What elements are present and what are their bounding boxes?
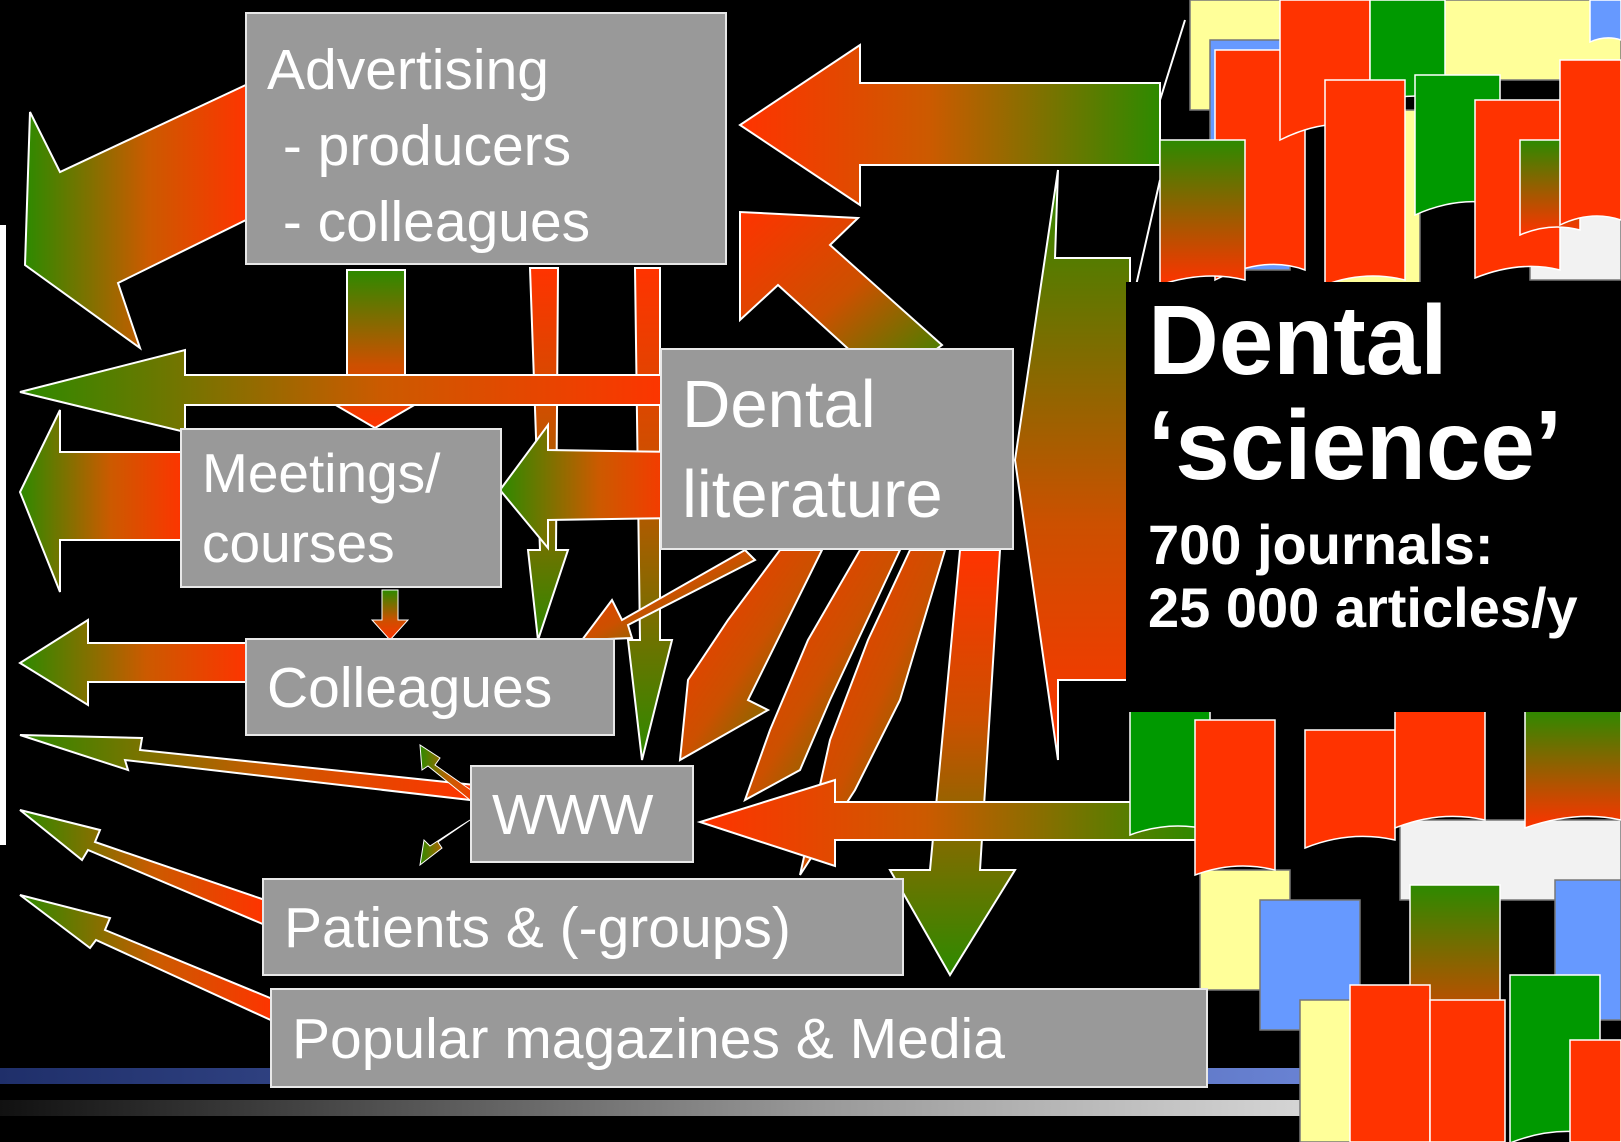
meetings-line-1: Meetings/ <box>202 442 441 504</box>
science-journals: 700 journals: <box>1148 513 1494 576</box>
meetings-box: Meetings/ courses <box>180 428 502 588</box>
meetings-line-2: courses <box>202 512 395 574</box>
advertising-colleagues: - colleagues <box>267 190 591 254</box>
book-stack-icon <box>1129 699 1621 1142</box>
footer-bar-grey <box>0 1100 1370 1116</box>
book-stack-icon <box>1159 0 1621 301</box>
science-articles: 25 000 articles/y <box>1148 576 1578 639</box>
arrow-meetings-to-colleagues <box>370 589 410 641</box>
science-edge-line-1 <box>1159 19 1186 101</box>
www-box: WWW <box>470 765 694 863</box>
patients-box: Patients & (-groups) <box>262 878 904 976</box>
www-label: WWW <box>492 783 654 847</box>
advertising-title: Advertising <box>267 38 549 102</box>
science-subtitle: ‘science’ <box>1148 390 1563 500</box>
arrow-www-to-patients <box>419 819 471 867</box>
arrow-www-to-colleagues <box>419 744 479 801</box>
arrow-popular-left <box>19 894 276 1024</box>
arrow-www-to-left-1 <box>19 734 477 802</box>
literature-line-1: Dental <box>682 367 876 442</box>
arrow-literature-to-www <box>678 549 824 762</box>
arrow-advertising-left <box>23 81 251 351</box>
advertising-producers: - producers <box>267 114 572 178</box>
arrow-science-to-www <box>696 778 1201 868</box>
arrow-science-to-advertising <box>738 43 1161 207</box>
science-title: Dental <box>1148 285 1448 395</box>
left-edge-fragment <box>0 225 6 845</box>
popular-label: Popular magazines & Media <box>292 1007 1005 1071</box>
dental-literature-box: Dental literature <box>660 348 1014 550</box>
arrow-science-to-literature <box>1013 169 1131 761</box>
popular-box: Popular magazines & Media <box>270 988 1208 1088</box>
arrow-colleagues-left <box>18 618 251 707</box>
arrow-literature-to-popular <box>888 549 1017 977</box>
science-edge-line-2 <box>1134 179 1161 291</box>
arrow-literature-to-meetings <box>498 421 681 551</box>
arrow-patients-left <box>19 809 266 927</box>
advertising-box: Advertising - producers - colleagues <box>245 12 727 265</box>
arrow-meetings-left <box>18 409 186 593</box>
colleagues-label: Colleagues <box>267 656 553 720</box>
science-panel <box>1126 282 1621 712</box>
arrow-literature-to-patients-1 <box>743 549 902 803</box>
colleagues-box: Colleagues <box>245 638 615 736</box>
literature-line-2: literature <box>682 457 943 532</box>
arrow-literature-left <box>19 348 681 434</box>
patients-label: Patients & (-groups) <box>284 896 791 960</box>
